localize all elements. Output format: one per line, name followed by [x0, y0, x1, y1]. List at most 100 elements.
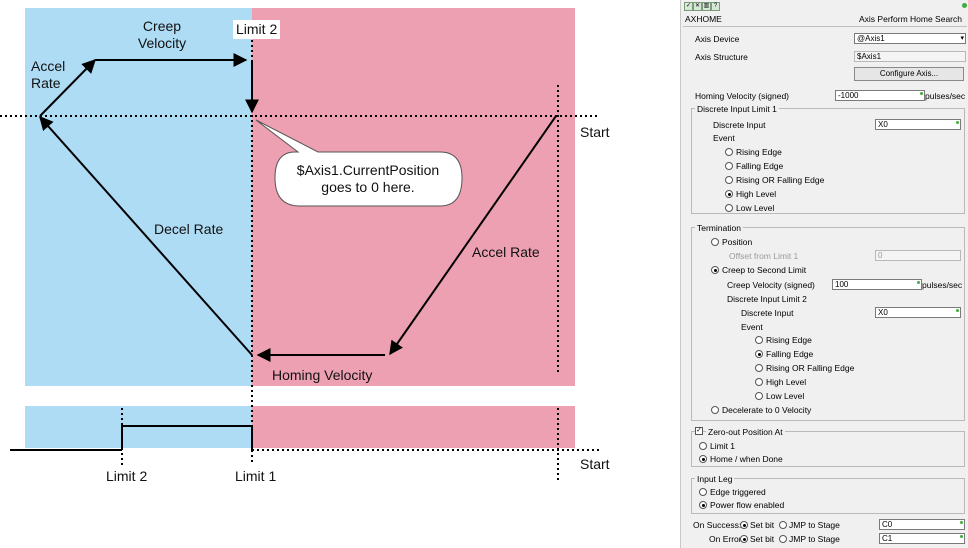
limit2-bottom-label: Limit 2 [106, 468, 148, 484]
homing-velocity-label: Homing Velocity [272, 367, 373, 383]
start-bottom-label: Start [580, 456, 610, 472]
limit2-top-label: Limit 2 [233, 20, 281, 39]
chevron-down-icon: ▾ [960, 35, 964, 42]
dil2-option-falling: Falling Edge [766, 349, 814, 359]
decel-rate-arrow [39, 115, 253, 356]
on-error-set-bit-label: Set bit [750, 534, 775, 544]
homing-velocity-unit: pulses/sec [925, 91, 966, 101]
lower-right-zone [252, 408, 575, 448]
dil2-input-field[interactable]: X0 [875, 307, 961, 318]
dil2-option-high-level: High Level [766, 377, 807, 387]
dil1-option-falling: Falling Edge [736, 161, 784, 171]
zero-out-radio-home[interactable] [699, 455, 707, 463]
axis-device-label: Axis Device [695, 34, 740, 44]
dil1-input-field[interactable]: X0 [875, 119, 961, 130]
band-separator [10, 386, 575, 406]
dil2-option-rising: Rising Edge [766, 335, 812, 345]
zero-out-radio-limit1[interactable] [699, 442, 707, 450]
dil1-option-low-level: Low Level [736, 203, 775, 213]
dil1-event-label: Event [713, 133, 735, 143]
dil2-option-rising-or-falling: Rising OR Falling Edge [766, 363, 855, 373]
creep-velocity-input[interactable]: 100 [832, 279, 922, 290]
dil2-radio-falling[interactable] [755, 350, 763, 358]
help-icon[interactable]: ? [711, 2, 720, 11]
dil2-input-label: Discrete Input [741, 308, 794, 318]
offset-from-limit1-label: Offset from Limit 1 [729, 251, 799, 261]
on-error-label: On Error: [709, 534, 744, 544]
homing-velocity-label: Homing Velocity (signed) [695, 91, 790, 101]
dil1-radio-low-level[interactable] [725, 204, 733, 212]
creep-velocity-label: Creep Velocity (signed) [727, 280, 815, 290]
termination-radio-position[interactable] [711, 238, 719, 246]
homing-velocity-input[interactable]: -1000 [835, 90, 925, 101]
dil1-radio-rising-or-falling[interactable] [725, 176, 733, 184]
start-top-label: Start [580, 124, 610, 140]
dil2-label: Discrete Input Limit 2 [727, 294, 807, 304]
termination-radio-decelerate[interactable] [711, 406, 719, 414]
dil2-radio-high-level[interactable] [755, 378, 763, 386]
dil1-radio-high-level[interactable] [725, 190, 733, 198]
creep-velocity-label: Creep Velocity [137, 18, 187, 51]
dil2-radio-low-level[interactable] [755, 392, 763, 400]
left-zone [25, 8, 252, 408]
accel-rate-left-label: Accel Rate [31, 58, 66, 91]
accel-to-homing-arrow [389, 115, 557, 356]
callout-bubble [255, 119, 463, 207]
homing-diagram-graphic [0, 8, 600, 480]
zero-out-checkbox[interactable]: ✓ [695, 427, 703, 435]
on-success-label: On Success: [693, 520, 742, 530]
configure-axis-button[interactable]: Configure Axis... [854, 67, 964, 81]
dil1-title: Discrete Input Limit 1 [695, 104, 779, 114]
close-icon[interactable]: ✕ [693, 2, 702, 11]
accel-rate-right-label: Accel Rate [472, 244, 540, 260]
on-error-field[interactable]: C1 [879, 533, 965, 544]
dil1-radio-falling[interactable] [725, 162, 733, 170]
status-indicator [962, 3, 967, 8]
discrete-input-limit1-group [691, 108, 965, 214]
on-success-field[interactable]: C0 [879, 519, 965, 530]
zero-out-title: Zero-out Position At [706, 427, 785, 437]
on-success-jmp-label: JMP to Stage [789, 520, 840, 530]
limit1-bottom-label: Limit 1 [235, 468, 277, 484]
input-leg-title: Input Leg [695, 474, 735, 484]
dil1-radio-rising[interactable] [725, 148, 733, 156]
termination-decelerate-label: Decelerate to 0 Velocity [722, 405, 812, 415]
termination-radio-creep[interactable] [711, 266, 719, 274]
input-leg-group [691, 478, 965, 514]
offset-from-limit1-field: 0 [875, 250, 961, 261]
dil2-event-label: Event [741, 322, 763, 332]
input-leg-radio-edge[interactable] [699, 488, 707, 496]
on-success-radio-jmp[interactable] [779, 521, 787, 529]
accel-rate-arrow [39, 59, 96, 117]
input-leg-option-edge: Edge triggered [710, 487, 766, 497]
dialog-title-left: AXHOME [685, 14, 722, 24]
axis-structure-label: Axis Structure [695, 52, 748, 62]
decel-rate-label: Decel Rate [154, 221, 224, 237]
termination-group [691, 227, 965, 421]
zero-out-option-limit1: Limit 1 [710, 441, 736, 451]
termination-title: Termination [695, 223, 743, 233]
termination-creep-label: Creep to Second Limit [722, 265, 807, 275]
creep-velocity-unit: pulses/sec [922, 280, 963, 290]
axis-device-select[interactable]: @Axis1▾ [854, 33, 966, 44]
axis-structure-field: $Axis1 [854, 51, 966, 62]
dil2-radio-rising-or-falling[interactable] [755, 364, 763, 372]
input-leg-radio-power-flow[interactable] [699, 501, 707, 509]
chart-icon[interactable]: ▥ [702, 2, 711, 11]
check-icon[interactable]: ✓ [684, 2, 693, 11]
zero-out-group [691, 431, 965, 467]
dil1-option-rising-or-falling: Rising OR Falling Edge [736, 175, 825, 185]
dil2-option-low-level: Low Level [766, 391, 805, 401]
dil2-radio-rising[interactable] [755, 336, 763, 344]
input-leg-option-power-flow: Power flow enabled [710, 500, 785, 510]
on-error-radio-set-bit[interactable] [740, 535, 748, 543]
on-error-radio-jmp[interactable] [779, 535, 787, 543]
dialog-title-right: Axis Perform Home Search [859, 14, 962, 24]
dil1-option-high-level: High Level [736, 189, 777, 199]
termination-position-label: Position [722, 237, 753, 247]
on-success-radio-set-bit[interactable] [740, 521, 748, 529]
dil1-input-label: Discrete Input [713, 120, 766, 130]
dil1-option-rising: Rising Edge [736, 147, 782, 157]
homing-diagram: Limit 2 Creep Velocity Accel Rate Start … [0, 8, 610, 484]
on-error-jmp-label: JMP to Stage [789, 534, 840, 544]
